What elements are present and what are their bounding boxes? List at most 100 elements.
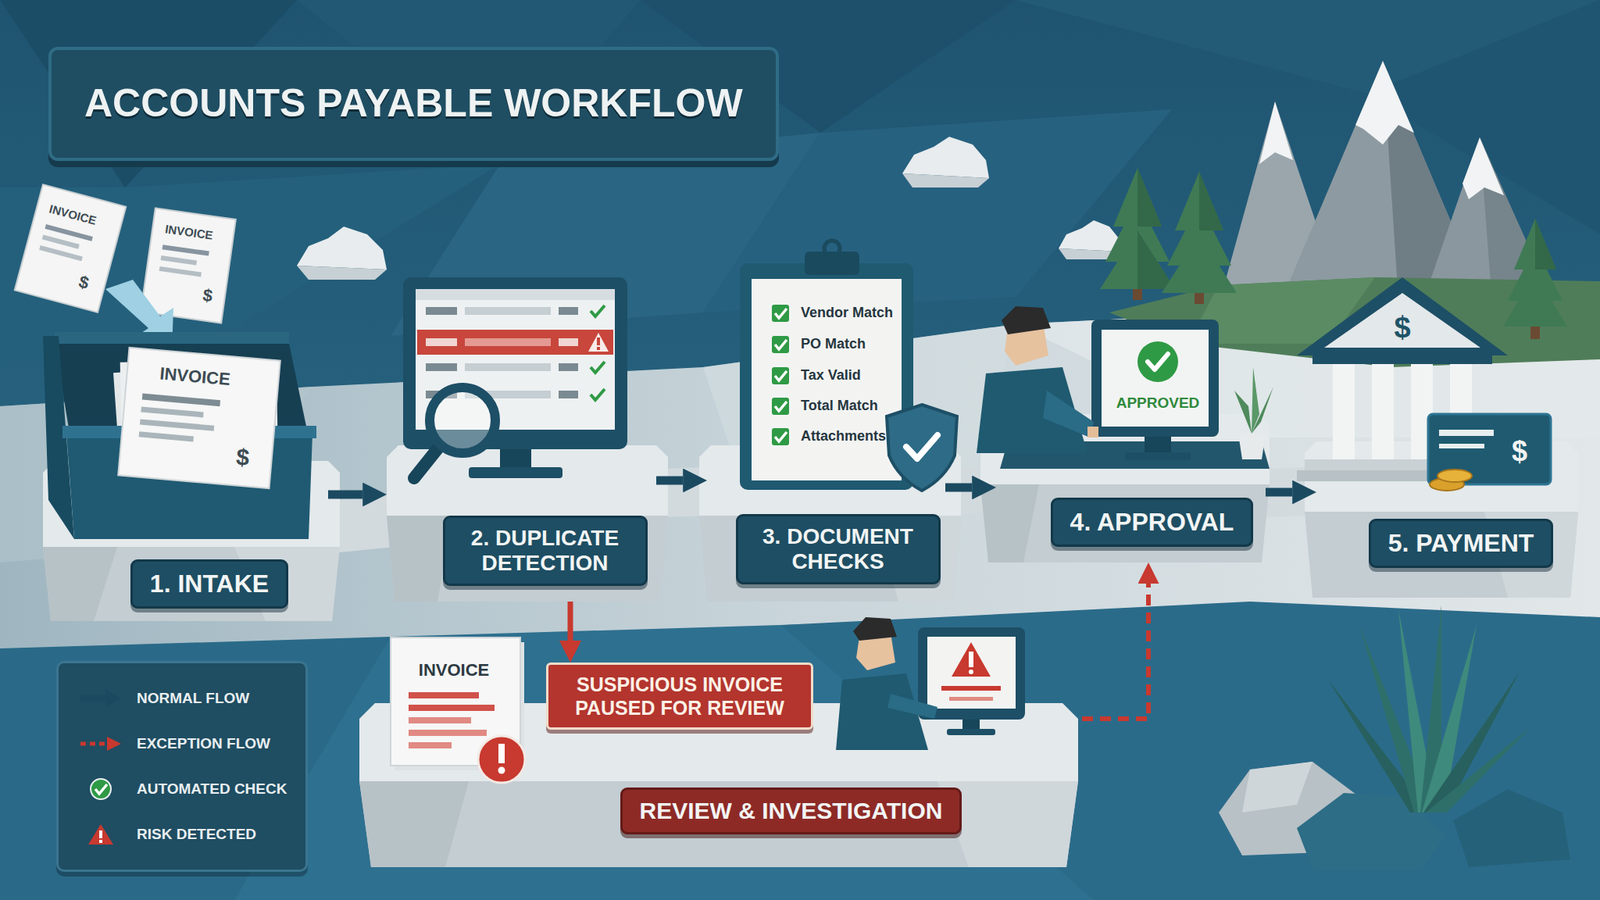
platform xyxy=(359,781,1079,868)
duplicate-monitor xyxy=(403,277,628,479)
duplicate-monitor xyxy=(558,307,579,315)
stage-platform: 2. DUPLICATE DETECTION xyxy=(386,421,657,602)
currency-sign: $ xyxy=(1393,311,1411,345)
clipboard xyxy=(751,278,902,481)
review-platform: REVIEW & INVESTIGATIONSUSPICIOUS INVOICE… xyxy=(531,648,1083,872)
approval-desk xyxy=(1144,434,1172,454)
clipboard xyxy=(771,428,790,446)
security-shield xyxy=(886,404,958,491)
cloud xyxy=(902,136,990,179)
reviewer-monitor xyxy=(917,627,1025,720)
alert-text: SUSPICIOUS INVOICE PAUSED FOR REVIEW xyxy=(562,672,797,720)
clipboard xyxy=(775,371,787,381)
approver-figure xyxy=(1042,390,1094,438)
cloud xyxy=(1058,220,1122,252)
invoice-paper xyxy=(160,255,197,265)
legend-text: NORMAL FLOW xyxy=(136,689,250,708)
flow-arrow xyxy=(1265,488,1293,497)
stage-label: 3. DOCUMENT CHECKS xyxy=(735,514,941,585)
cheque xyxy=(1439,443,1485,449)
title-text: ACCOUNTS PAYABLE WORKFLOW xyxy=(84,81,743,127)
pine-tree xyxy=(1199,171,1224,231)
alert-box: SUSPICIOUS INVOICE PAUSED FOR REVIEW xyxy=(546,662,814,730)
legend-item: AUTOMATED CHECK xyxy=(77,766,287,812)
currency-sign: $ xyxy=(201,285,214,307)
duplicate-monitor xyxy=(417,329,614,355)
flagged-invoice xyxy=(408,717,472,724)
checklist-item: Attachments xyxy=(800,428,886,445)
agave-plant xyxy=(1328,605,1532,813)
legend-sample xyxy=(80,695,108,702)
invoice-heading: INVOICE xyxy=(418,660,490,680)
clipboard xyxy=(775,401,787,411)
currency-sign: $ xyxy=(1511,435,1528,468)
duplicate-monitor xyxy=(590,361,605,373)
stage-platform: 5. PAYMENT xyxy=(1316,476,1575,602)
security-shield xyxy=(906,435,938,459)
pine-tree xyxy=(1503,273,1568,327)
pine-tree xyxy=(1100,167,1568,340)
approval-desk xyxy=(1234,390,1252,434)
title-banner: ACCOUNTS PAYABLE WORKFLOW xyxy=(48,46,779,161)
background xyxy=(234,625,1094,900)
bank-building xyxy=(1332,360,1355,460)
intake-tray xyxy=(117,347,281,489)
magnifier xyxy=(414,387,496,479)
duplicate-monitor xyxy=(596,337,600,346)
clipboard xyxy=(775,308,787,318)
clipboard xyxy=(771,397,790,415)
legend-text: AUTOMATED CHECK xyxy=(136,780,287,798)
invoice-paper xyxy=(162,244,210,256)
cheque xyxy=(1437,469,1472,483)
checklist-item: Total Match xyxy=(800,398,879,415)
stage-label: 1. INTAKE xyxy=(130,559,289,609)
duplicate-monitor xyxy=(425,363,458,372)
legend-sample xyxy=(107,736,122,751)
agave-plant xyxy=(1425,726,1532,813)
pine-tree xyxy=(1137,230,1175,290)
approval-desk xyxy=(1091,319,1219,437)
clipboard xyxy=(771,304,790,322)
clipboard xyxy=(739,263,914,490)
legend-sample xyxy=(90,778,111,800)
duplicate-monitor xyxy=(590,305,605,317)
reviewer-monitor xyxy=(941,685,1001,691)
stage-platform: 3. DOCUMENT CHECKS xyxy=(707,449,946,602)
clipboard xyxy=(775,339,787,350)
duplicate-monitor xyxy=(588,332,609,352)
stage-label: 4. APPROVAL xyxy=(1050,497,1254,547)
reviewer-monitor xyxy=(968,651,974,668)
invoice-heading: INVOICE xyxy=(47,202,98,228)
pine-tree xyxy=(1100,230,1175,290)
reviewer-monitor xyxy=(917,627,1025,736)
reviewer-monitor xyxy=(968,669,974,675)
reviewer-figure xyxy=(853,617,897,641)
invoice-paper xyxy=(159,266,202,277)
magnifier xyxy=(414,446,440,479)
platform xyxy=(386,445,668,516)
reviewer-figure xyxy=(887,693,938,719)
intake-tray xyxy=(142,393,221,408)
intake-tray xyxy=(117,347,281,489)
legend-sample xyxy=(77,777,125,801)
stage-label: 2. DUPLICATE DETECTION xyxy=(442,515,648,586)
reviewer-monitor xyxy=(949,696,993,701)
invoice-paper xyxy=(42,234,80,249)
reviewer-monitor xyxy=(951,642,991,677)
approval-desk xyxy=(1125,452,1191,461)
platform xyxy=(980,484,1270,563)
platform xyxy=(386,515,668,602)
flagged-invoice xyxy=(408,704,495,711)
legend-panel: NORMAL FLOWEXCEPTION FLOWAUTOMATED CHECK… xyxy=(56,660,308,872)
approver-figure xyxy=(1087,426,1099,438)
approval-desk xyxy=(1137,341,1179,383)
mountains xyxy=(1355,60,1415,145)
flagged-invoice xyxy=(408,692,479,699)
approval-desk xyxy=(1101,329,1209,427)
flagged-invoice xyxy=(390,637,525,783)
bridge xyxy=(332,493,395,554)
duplicate-monitor xyxy=(425,307,458,315)
rocks xyxy=(1242,761,1313,813)
approver-figure xyxy=(1001,306,1051,335)
